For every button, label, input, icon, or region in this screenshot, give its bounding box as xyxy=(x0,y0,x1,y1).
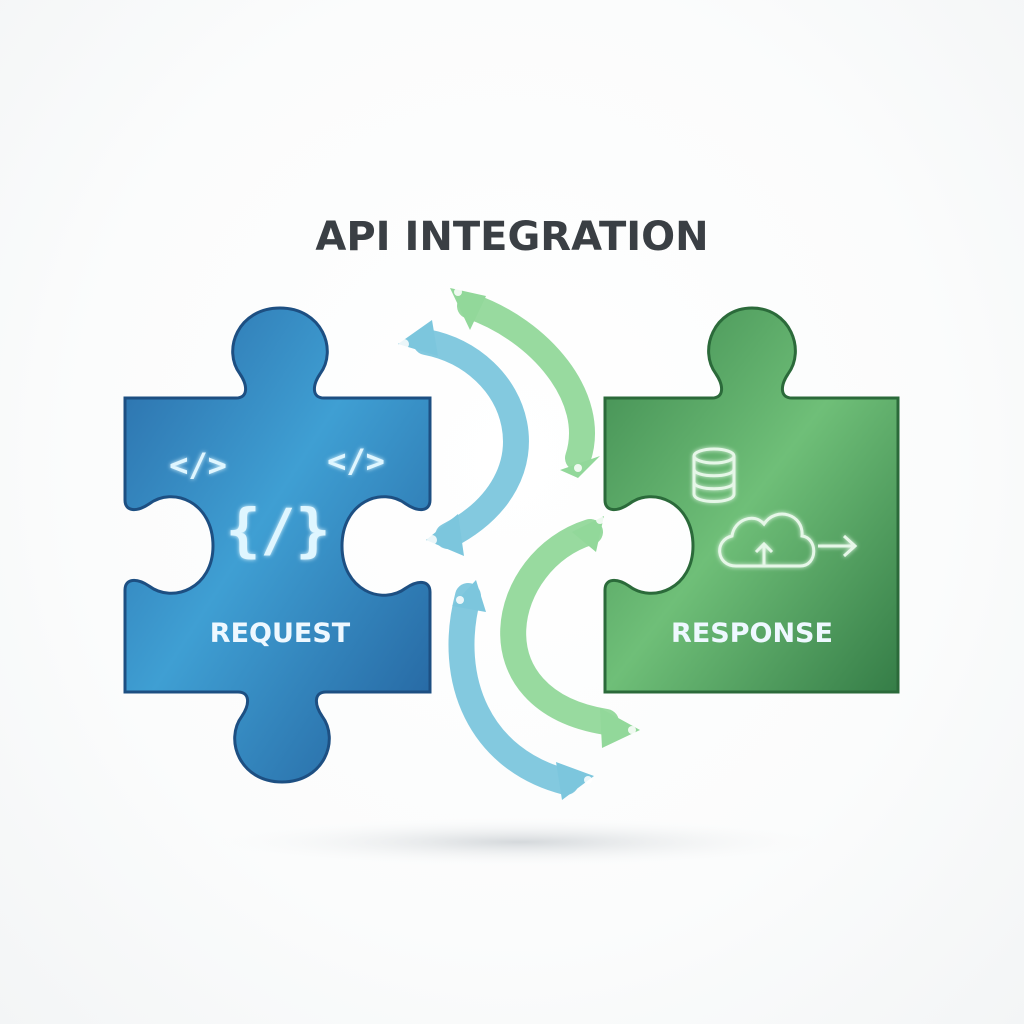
exchange-arrows xyxy=(413,293,619,795)
cloud-upload-icon xyxy=(718,512,816,568)
arrow-heads xyxy=(398,288,640,800)
code-tag-icon: </> xyxy=(327,442,385,480)
arrow-head-icon xyxy=(572,516,604,552)
arrow-right-icon xyxy=(818,534,858,558)
request-label: REQUEST xyxy=(210,618,351,649)
code-tag-icon: </> xyxy=(169,446,227,484)
arrow-head-icon xyxy=(556,762,594,800)
upper-green-arrow xyxy=(457,293,595,471)
arrow-head-icon xyxy=(600,708,640,748)
page-title: API INTEGRATION xyxy=(315,214,709,260)
database-icon xyxy=(692,447,736,503)
upper-blue-arrow xyxy=(413,329,529,549)
floor-shadow xyxy=(190,816,850,868)
code-braces-icon: {/} xyxy=(226,496,331,564)
arrow-head-icon xyxy=(426,514,464,556)
lower-green-arrow xyxy=(500,519,619,735)
arrow-head-icon xyxy=(450,288,486,330)
lower-blue-arrow xyxy=(448,583,579,795)
request-puzzle-piece xyxy=(123,306,432,784)
response-puzzle-piece xyxy=(603,306,900,694)
response-label: RESPONSE xyxy=(671,618,833,649)
glow-sparkles xyxy=(399,288,636,784)
arrow-head-icon xyxy=(452,580,486,612)
